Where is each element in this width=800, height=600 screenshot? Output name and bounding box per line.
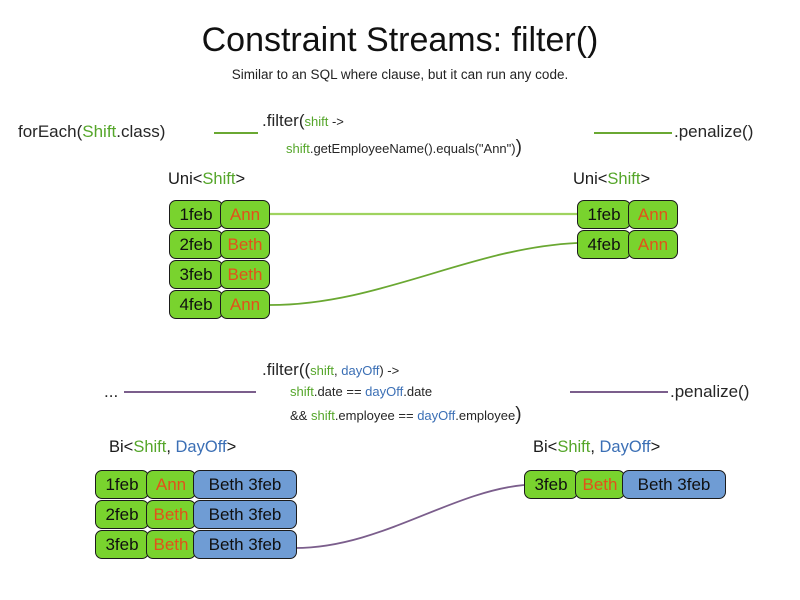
bi-filter2-tail: .date (403, 384, 433, 399)
bi-filter3-param2: dayOff (417, 408, 456, 423)
bi-filter3-tail: .employee (455, 408, 516, 423)
bi-right-stream-label: Bi<Shift, DayOff> (533, 437, 660, 457)
bi-filter3-mid: .employee == (334, 408, 418, 423)
bi-filter-head: .filter(( (262, 360, 311, 379)
bi-penalize-label: .penalize() (670, 382, 750, 401)
uni-left-label-type: Shift (202, 170, 236, 188)
uni-filter-line2: shift.getEmployeeName().equals("Ann")) (286, 137, 522, 158)
table-row[interactable]: 2feb Beth (169, 230, 270, 259)
uni-filter-head: .filter( (262, 111, 305, 130)
uni-filter-line1: .filter(shift -> (262, 110, 344, 132)
cell-date: 2feb (95, 500, 149, 529)
table-row[interactable]: 1feb Ann Beth 3feb (95, 470, 297, 499)
cell-employee: Beth (220, 230, 270, 259)
cell-employee: Ann (146, 470, 196, 499)
cell-date: 4feb (169, 290, 223, 319)
bi-left-label-prefix: Bi< (109, 438, 134, 456)
foreach-label: forEach(Shift.class) (18, 121, 165, 143)
uni-filter-param: shift (304, 114, 329, 129)
uni-filter-body: .getEmployeeName().equals("Ann") (309, 141, 516, 156)
bi-right-label-comma: , (590, 438, 600, 456)
bi-filter2-param2: dayOff (365, 384, 404, 399)
bi-right-label-suffix: > (650, 438, 661, 456)
bi-filter-line3: && shift.employee == dayOff.employee) (290, 404, 522, 425)
foreach-prefix: forEach( (18, 122, 83, 141)
uni-left-stream-label: Uni<Shift> (168, 169, 245, 189)
bi-left-label-comma: , (166, 438, 176, 456)
cell-date: 3feb (169, 260, 223, 289)
page-subtitle: Similar to an SQL where clause, but it c… (231, 67, 569, 82)
bi-left-label-suffix: > (226, 438, 237, 456)
bi-filter-line1: .filter((shift, dayOff) -> (262, 359, 399, 381)
uni-right-label-suffix: > (640, 170, 651, 188)
cell-date: 1feb (95, 470, 149, 499)
table-row[interactable]: 3feb Beth Beth 3feb (95, 530, 297, 559)
bi-filter3-close: ) (515, 404, 522, 425)
bi-right-label-type1: Shift (557, 438, 591, 456)
cell-employee: Ann (220, 200, 270, 229)
bi-filter-param1: shift (310, 363, 335, 378)
bi-filter-line2: shift.date == dayOff.date (290, 383, 432, 401)
cell-employee: Beth (575, 470, 625, 499)
bi-right-label-type2: DayOff (599, 438, 651, 456)
bi-filter3-op: && (290, 408, 311, 423)
bi-filter3-param1: shift (310, 408, 335, 423)
table-row[interactable]: 2feb Beth Beth 3feb (95, 500, 297, 529)
cell-dayoff: Beth 3feb (193, 470, 297, 499)
uni-right-label-type: Shift (607, 170, 641, 188)
bi-left-stream-label: Bi<Shift, DayOff> (109, 437, 236, 457)
bi-left-label-type1: Shift (133, 438, 167, 456)
page-title: Constraint Streams: filter() (201, 21, 599, 59)
cell-dayoff: Beth 3feb (622, 470, 726, 499)
cell-employee: Beth (146, 530, 196, 559)
cell-employee: Beth (146, 500, 196, 529)
cell-employee: Ann (220, 290, 270, 319)
bi-filter-param2: dayOff (341, 363, 380, 378)
table-row[interactable]: 4feb Ann (577, 230, 678, 259)
uni-filter-param2: shift (286, 141, 310, 156)
uni-right-label-prefix: Uni< (573, 170, 608, 188)
bi-filter-arrow: ) -> (379, 363, 400, 378)
wire-bi-row3 (294, 484, 525, 549)
cell-employee: Beth (220, 260, 270, 289)
bi-left-label-type2: DayOff (175, 438, 227, 456)
cell-date: 4feb (577, 230, 631, 259)
cell-date: 1feb (577, 200, 631, 229)
uni-penalize-label: .penalize() (674, 122, 754, 141)
cell-employee: Ann (628, 200, 678, 229)
table-row[interactable]: 3feb Beth (169, 260, 270, 289)
bi-filter-comma: , (334, 363, 342, 378)
bi-source-label: ... (104, 382, 119, 401)
table-row[interactable]: 4feb Ann (169, 290, 270, 319)
cell-dayoff: Beth 3feb (193, 500, 297, 529)
table-row[interactable]: 1feb Ann (577, 200, 678, 229)
table-row[interactable]: 1feb Ann (169, 200, 270, 229)
cell-date: 3feb (95, 530, 149, 559)
cell-employee: Ann (628, 230, 678, 259)
foreach-suffix: .class) (116, 122, 166, 141)
cell-dayoff: Beth 3feb (193, 530, 297, 559)
uni-filter-arrow: -> (328, 114, 344, 129)
bi-right-label-prefix: Bi< (533, 438, 558, 456)
uni-right-stream-label: Uni<Shift> (573, 169, 650, 189)
foreach-type: Shift (82, 122, 117, 141)
uni-left-label-suffix: > (235, 170, 246, 188)
wire-uni-row4 (269, 242, 578, 306)
bi-filter2-param1: shift (290, 384, 314, 399)
cell-date: 3feb (524, 470, 578, 499)
cell-date: 1feb (169, 200, 223, 229)
cell-date: 2feb (169, 230, 223, 259)
table-row[interactable]: 3feb Beth Beth 3feb (524, 470, 726, 499)
uni-left-label-prefix: Uni< (168, 170, 203, 188)
uni-filter-close: ) (515, 137, 522, 158)
bi-filter2-mid: .date == (313, 384, 366, 399)
